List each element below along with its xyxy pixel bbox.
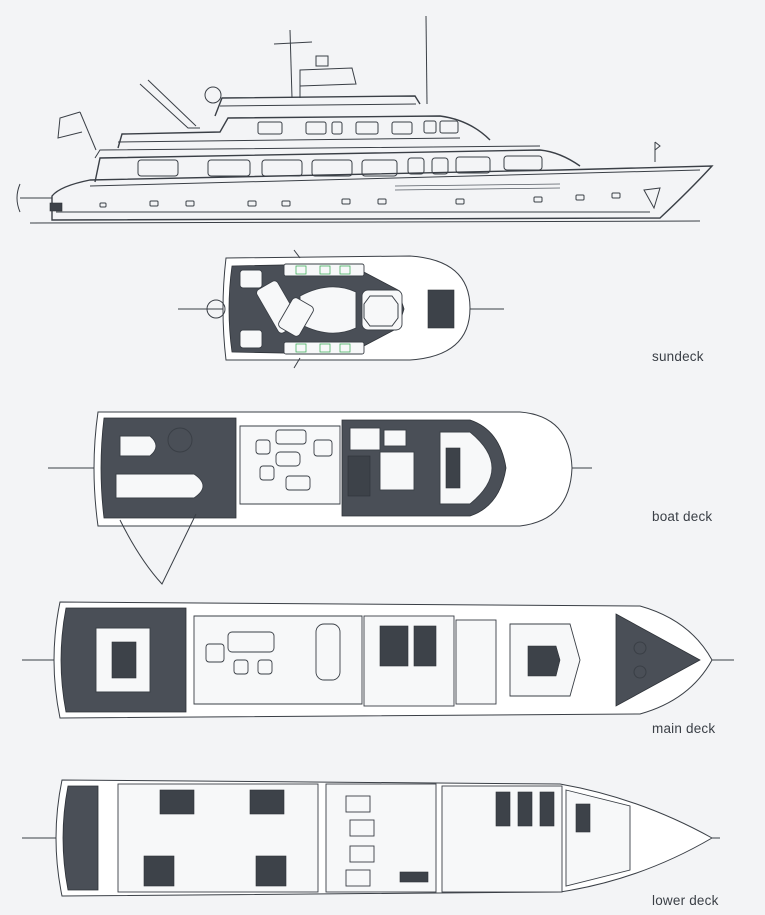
- sundeck-plan: [178, 249, 504, 369]
- main-deck-windows: [137, 155, 543, 177]
- hull-portholes: [99, 192, 621, 208]
- boat-deck-label: boat deck: [652, 509, 713, 524]
- lower-deck-plan: [22, 779, 720, 897]
- sundeck-label: sundeck: [652, 349, 704, 364]
- boat-deck-plan: [48, 411, 592, 585]
- main-deck-salon: [205, 623, 341, 681]
- lower-deck-engine-room: [345, 795, 429, 887]
- boat-deck-windows: [257, 120, 459, 135]
- main-deck-label: main deck: [652, 721, 716, 736]
- lower-deck-label: lower deck: [652, 893, 719, 908]
- sundeck-seating: [283, 263, 365, 355]
- main-deck-plan: [22, 601, 734, 719]
- boat-deck-furniture: [255, 429, 333, 491]
- profile-drawing: [16, 15, 714, 224]
